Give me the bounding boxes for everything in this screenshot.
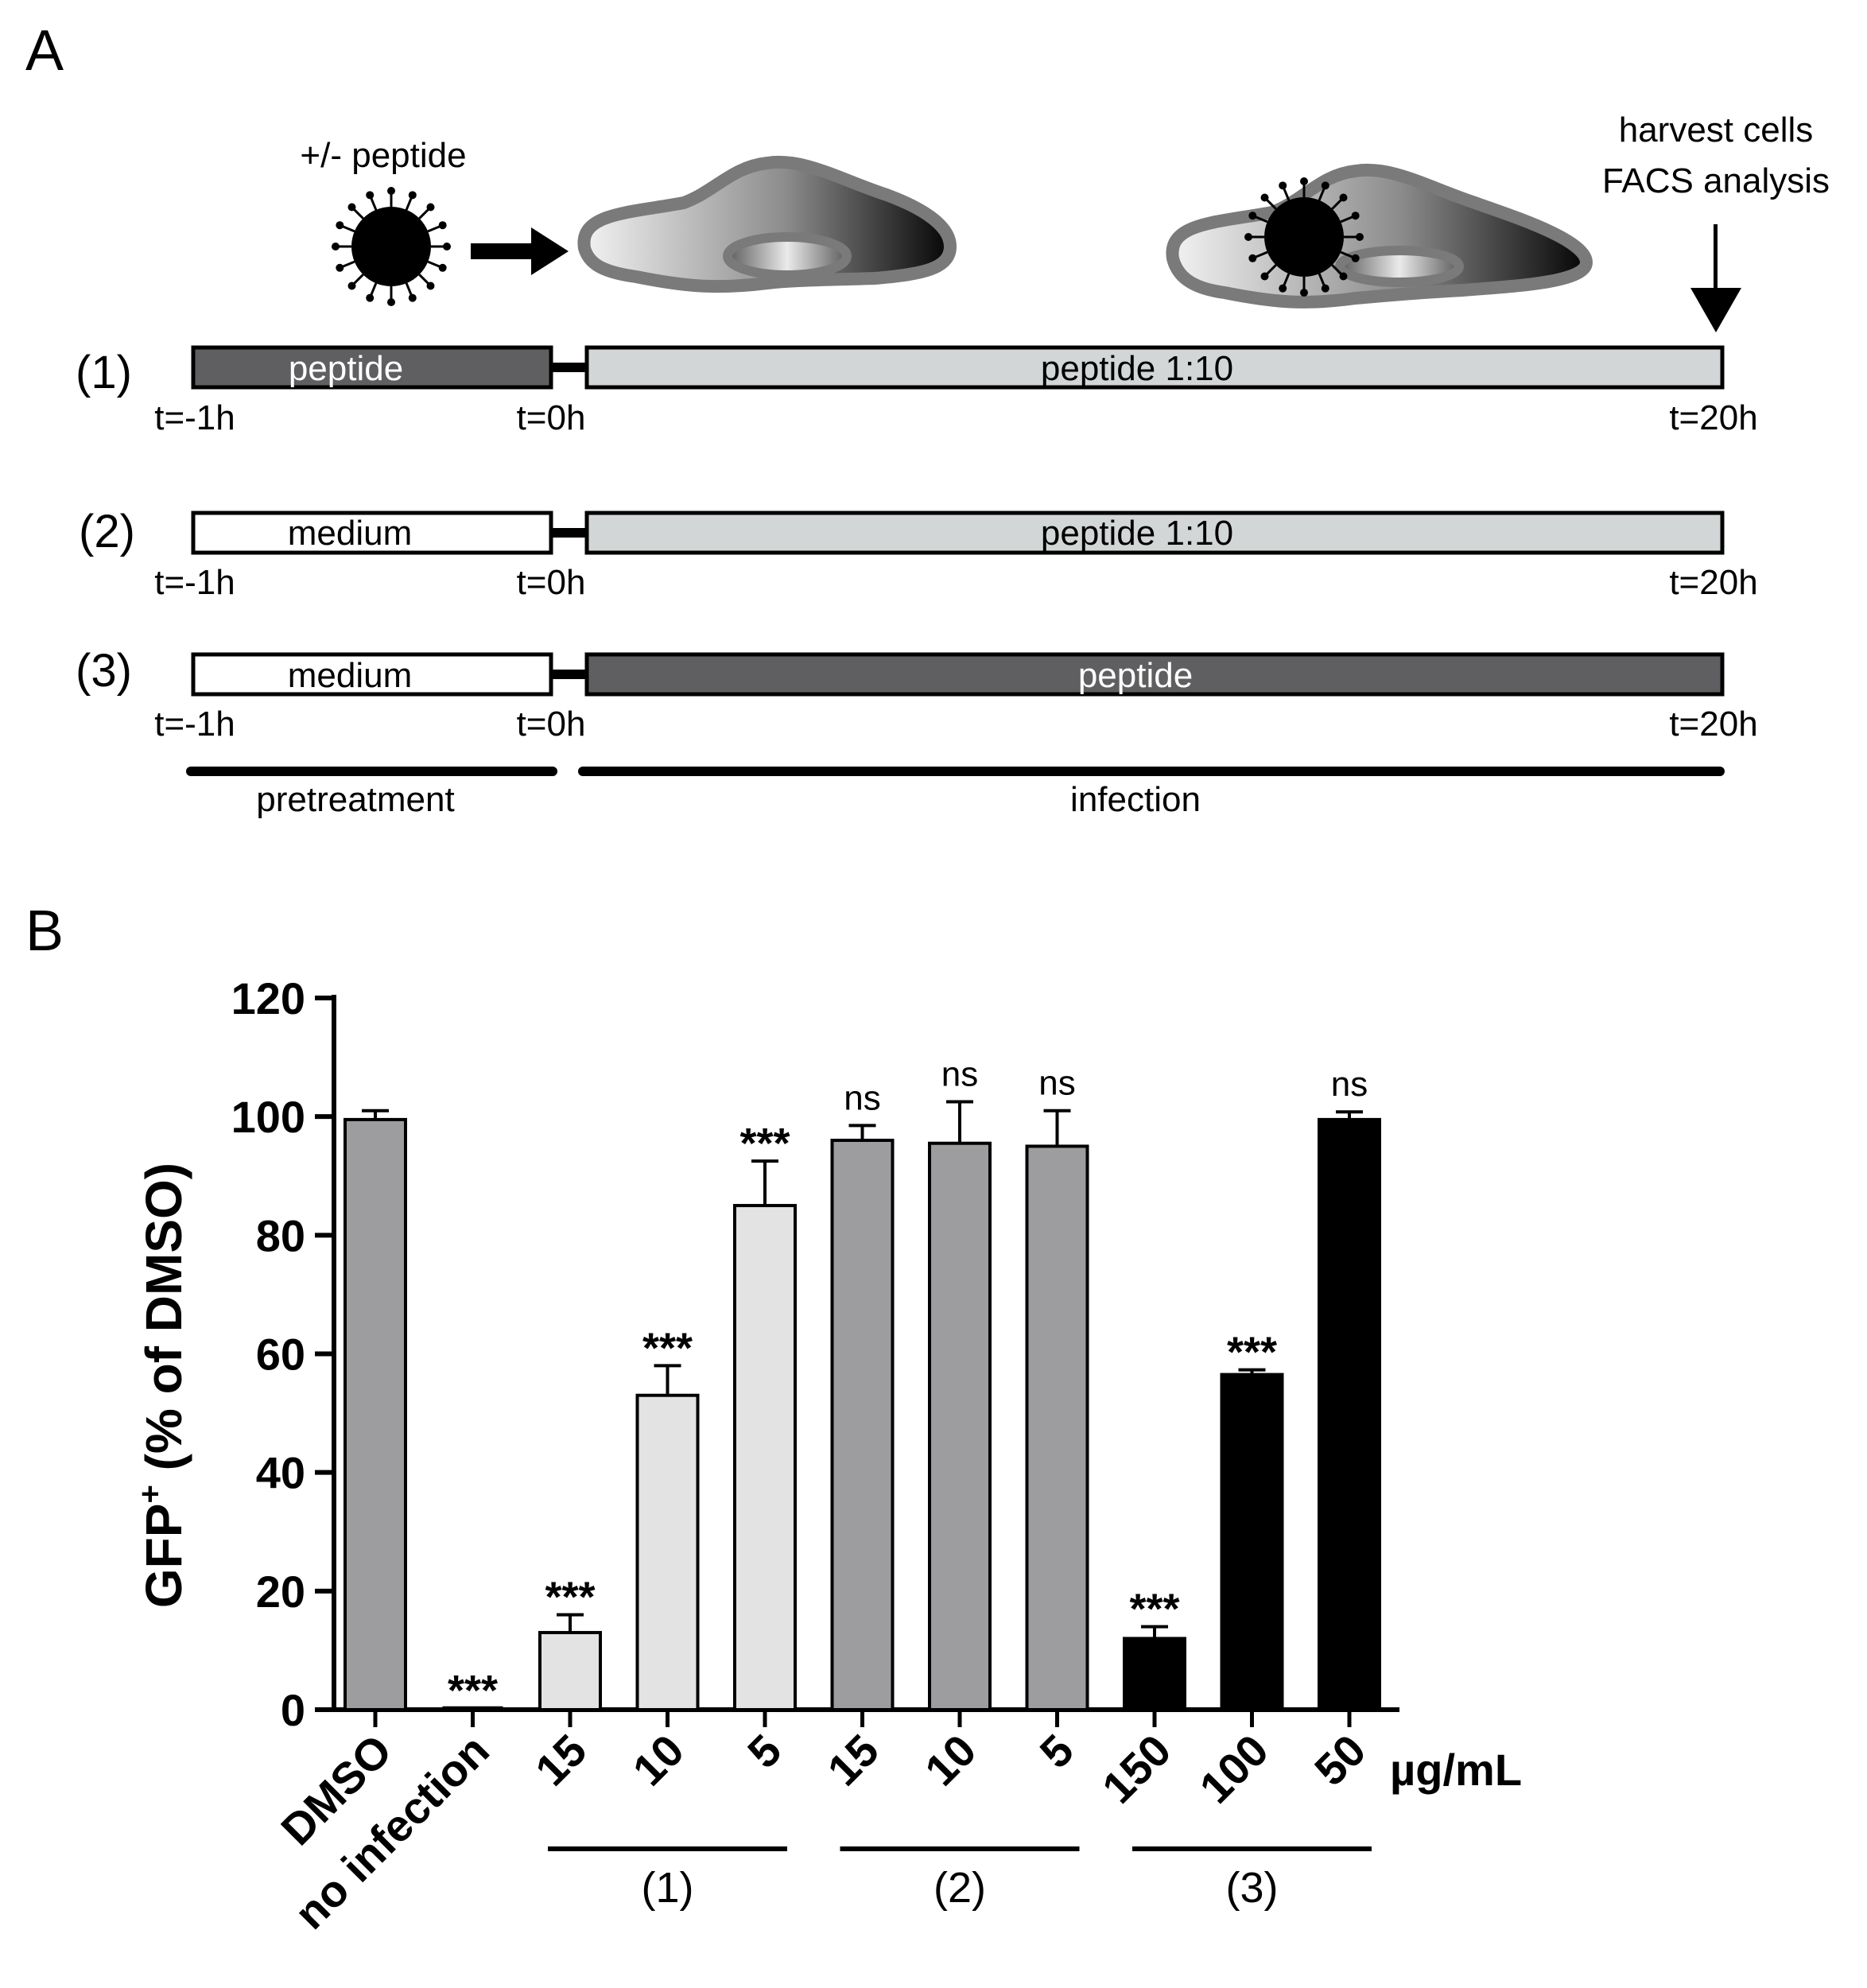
x-tick-label: 10 bbox=[915, 1725, 986, 1796]
infection-bar-text: peptide bbox=[1078, 656, 1193, 695]
x-tick-label: 50 bbox=[1305, 1725, 1376, 1796]
significance-label: *** bbox=[545, 1574, 595, 1621]
significance-label: *** bbox=[642, 1324, 693, 1372]
bar bbox=[1220, 1373, 1284, 1711]
pretreatment-bar-text: peptide bbox=[289, 349, 403, 388]
peptide-treatment-label: +/- peptide bbox=[300, 136, 466, 175]
unit-label: µg/mL bbox=[1390, 1745, 1522, 1795]
virus-particle-icon bbox=[1244, 177, 1364, 297]
time-end: t=20h bbox=[1669, 563, 1757, 602]
y-tick-label: 20 bbox=[256, 1567, 305, 1617]
y-tick-label: 40 bbox=[256, 1448, 305, 1498]
infected-cell-icon bbox=[1166, 163, 1593, 309]
bar bbox=[733, 1204, 797, 1711]
panel-a: A +/- peptide harvest cells FACS analysi… bbox=[25, 19, 1830, 819]
phase-brackets: pretreatment infection bbox=[186, 767, 1725, 819]
bar bbox=[1123, 1637, 1186, 1711]
time-start: t=-1h bbox=[154, 563, 235, 602]
panel-b-letter: B bbox=[25, 899, 64, 963]
arrow-down-icon bbox=[1690, 224, 1741, 332]
bar bbox=[1318, 1117, 1381, 1712]
infection-bar-text: peptide 1:10 bbox=[1041, 349, 1233, 388]
time-start: t=-1h bbox=[154, 398, 235, 437]
bar bbox=[1025, 1144, 1089, 1712]
cell-icon bbox=[577, 155, 957, 293]
pretreatment-bar-text: medium bbox=[288, 656, 413, 695]
time-mid: t=0h bbox=[517, 705, 586, 744]
group-label: (1) bbox=[642, 1864, 694, 1912]
timeline-row-1: (1) peptide peptide 1:10 t=-1h t=0h t=20… bbox=[76, 345, 1758, 437]
bar bbox=[928, 1141, 992, 1711]
time-start: t=-1h bbox=[154, 705, 235, 744]
x-tick-label: 5 bbox=[1030, 1725, 1083, 1778]
y-tick-label: 100 bbox=[231, 1092, 305, 1142]
x-tick-label: 10 bbox=[623, 1725, 693, 1796]
phase-pretreatment-label: pretreatment bbox=[256, 780, 454, 819]
arrow-right-icon bbox=[471, 227, 569, 275]
y-tick-label: 60 bbox=[256, 1330, 305, 1380]
virus-particle-icon bbox=[332, 187, 451, 306]
significance-label: *** bbox=[1227, 1329, 1277, 1376]
x-tick-label: 15 bbox=[526, 1725, 596, 1796]
y-tick-label: 120 bbox=[231, 973, 305, 1023]
group-label: (3) bbox=[1226, 1864, 1279, 1912]
y-tick-label: 80 bbox=[256, 1210, 305, 1260]
time-end: t=20h bbox=[1669, 398, 1757, 437]
time-mid: t=0h bbox=[517, 563, 586, 602]
significance-label: ns bbox=[941, 1055, 978, 1094]
row-label: (2) bbox=[79, 506, 135, 557]
time-end: t=20h bbox=[1669, 705, 1757, 744]
x-tick-label: 100 bbox=[1190, 1725, 1278, 1813]
bar bbox=[344, 1117, 407, 1712]
row-label: (1) bbox=[76, 347, 132, 398]
significance-label: *** bbox=[448, 1667, 498, 1714]
x-tick-label: 5 bbox=[738, 1725, 791, 1778]
x-tick-label: 150 bbox=[1093, 1725, 1181, 1813]
harvest-label-line1: harvest cells bbox=[1619, 111, 1814, 149]
row-label: (3) bbox=[76, 645, 132, 697]
panel-a-letter: A bbox=[25, 19, 64, 83]
significance-label: ns bbox=[844, 1078, 880, 1117]
pretreatment-bar-text: medium bbox=[288, 514, 413, 553]
y-axis-label: GFP+ (% of DMSO) bbox=[133, 1163, 192, 1608]
bar bbox=[830, 1139, 895, 1711]
panel-b: B GFP+ (% of DMSO) 020406080100120DMSO**… bbox=[25, 899, 1522, 1939]
bar bbox=[635, 1393, 700, 1712]
significance-label: ns bbox=[1038, 1064, 1075, 1103]
significance-label: *** bbox=[1129, 1586, 1179, 1633]
time-mid: t=0h bbox=[517, 398, 586, 437]
infection-bar-text: peptide 1:10 bbox=[1041, 514, 1233, 553]
group-label: (2) bbox=[934, 1864, 986, 1912]
y-tick-label: 0 bbox=[281, 1685, 305, 1735]
x-tick-label: 15 bbox=[817, 1725, 888, 1796]
harvest-label-line2: FACS analysis bbox=[1602, 161, 1830, 200]
bar bbox=[538, 1631, 602, 1712]
timeline-row-2: (2) medium peptide 1:10 t=-1h t=0h t=20h bbox=[79, 506, 1758, 602]
significance-label: *** bbox=[739, 1120, 790, 1167]
significance-label: ns bbox=[1331, 1065, 1368, 1104]
timeline-row-3: (3) medium peptide t=-1h t=0h t=20h bbox=[76, 645, 1758, 744]
phase-infection-label: infection bbox=[1070, 780, 1201, 819]
